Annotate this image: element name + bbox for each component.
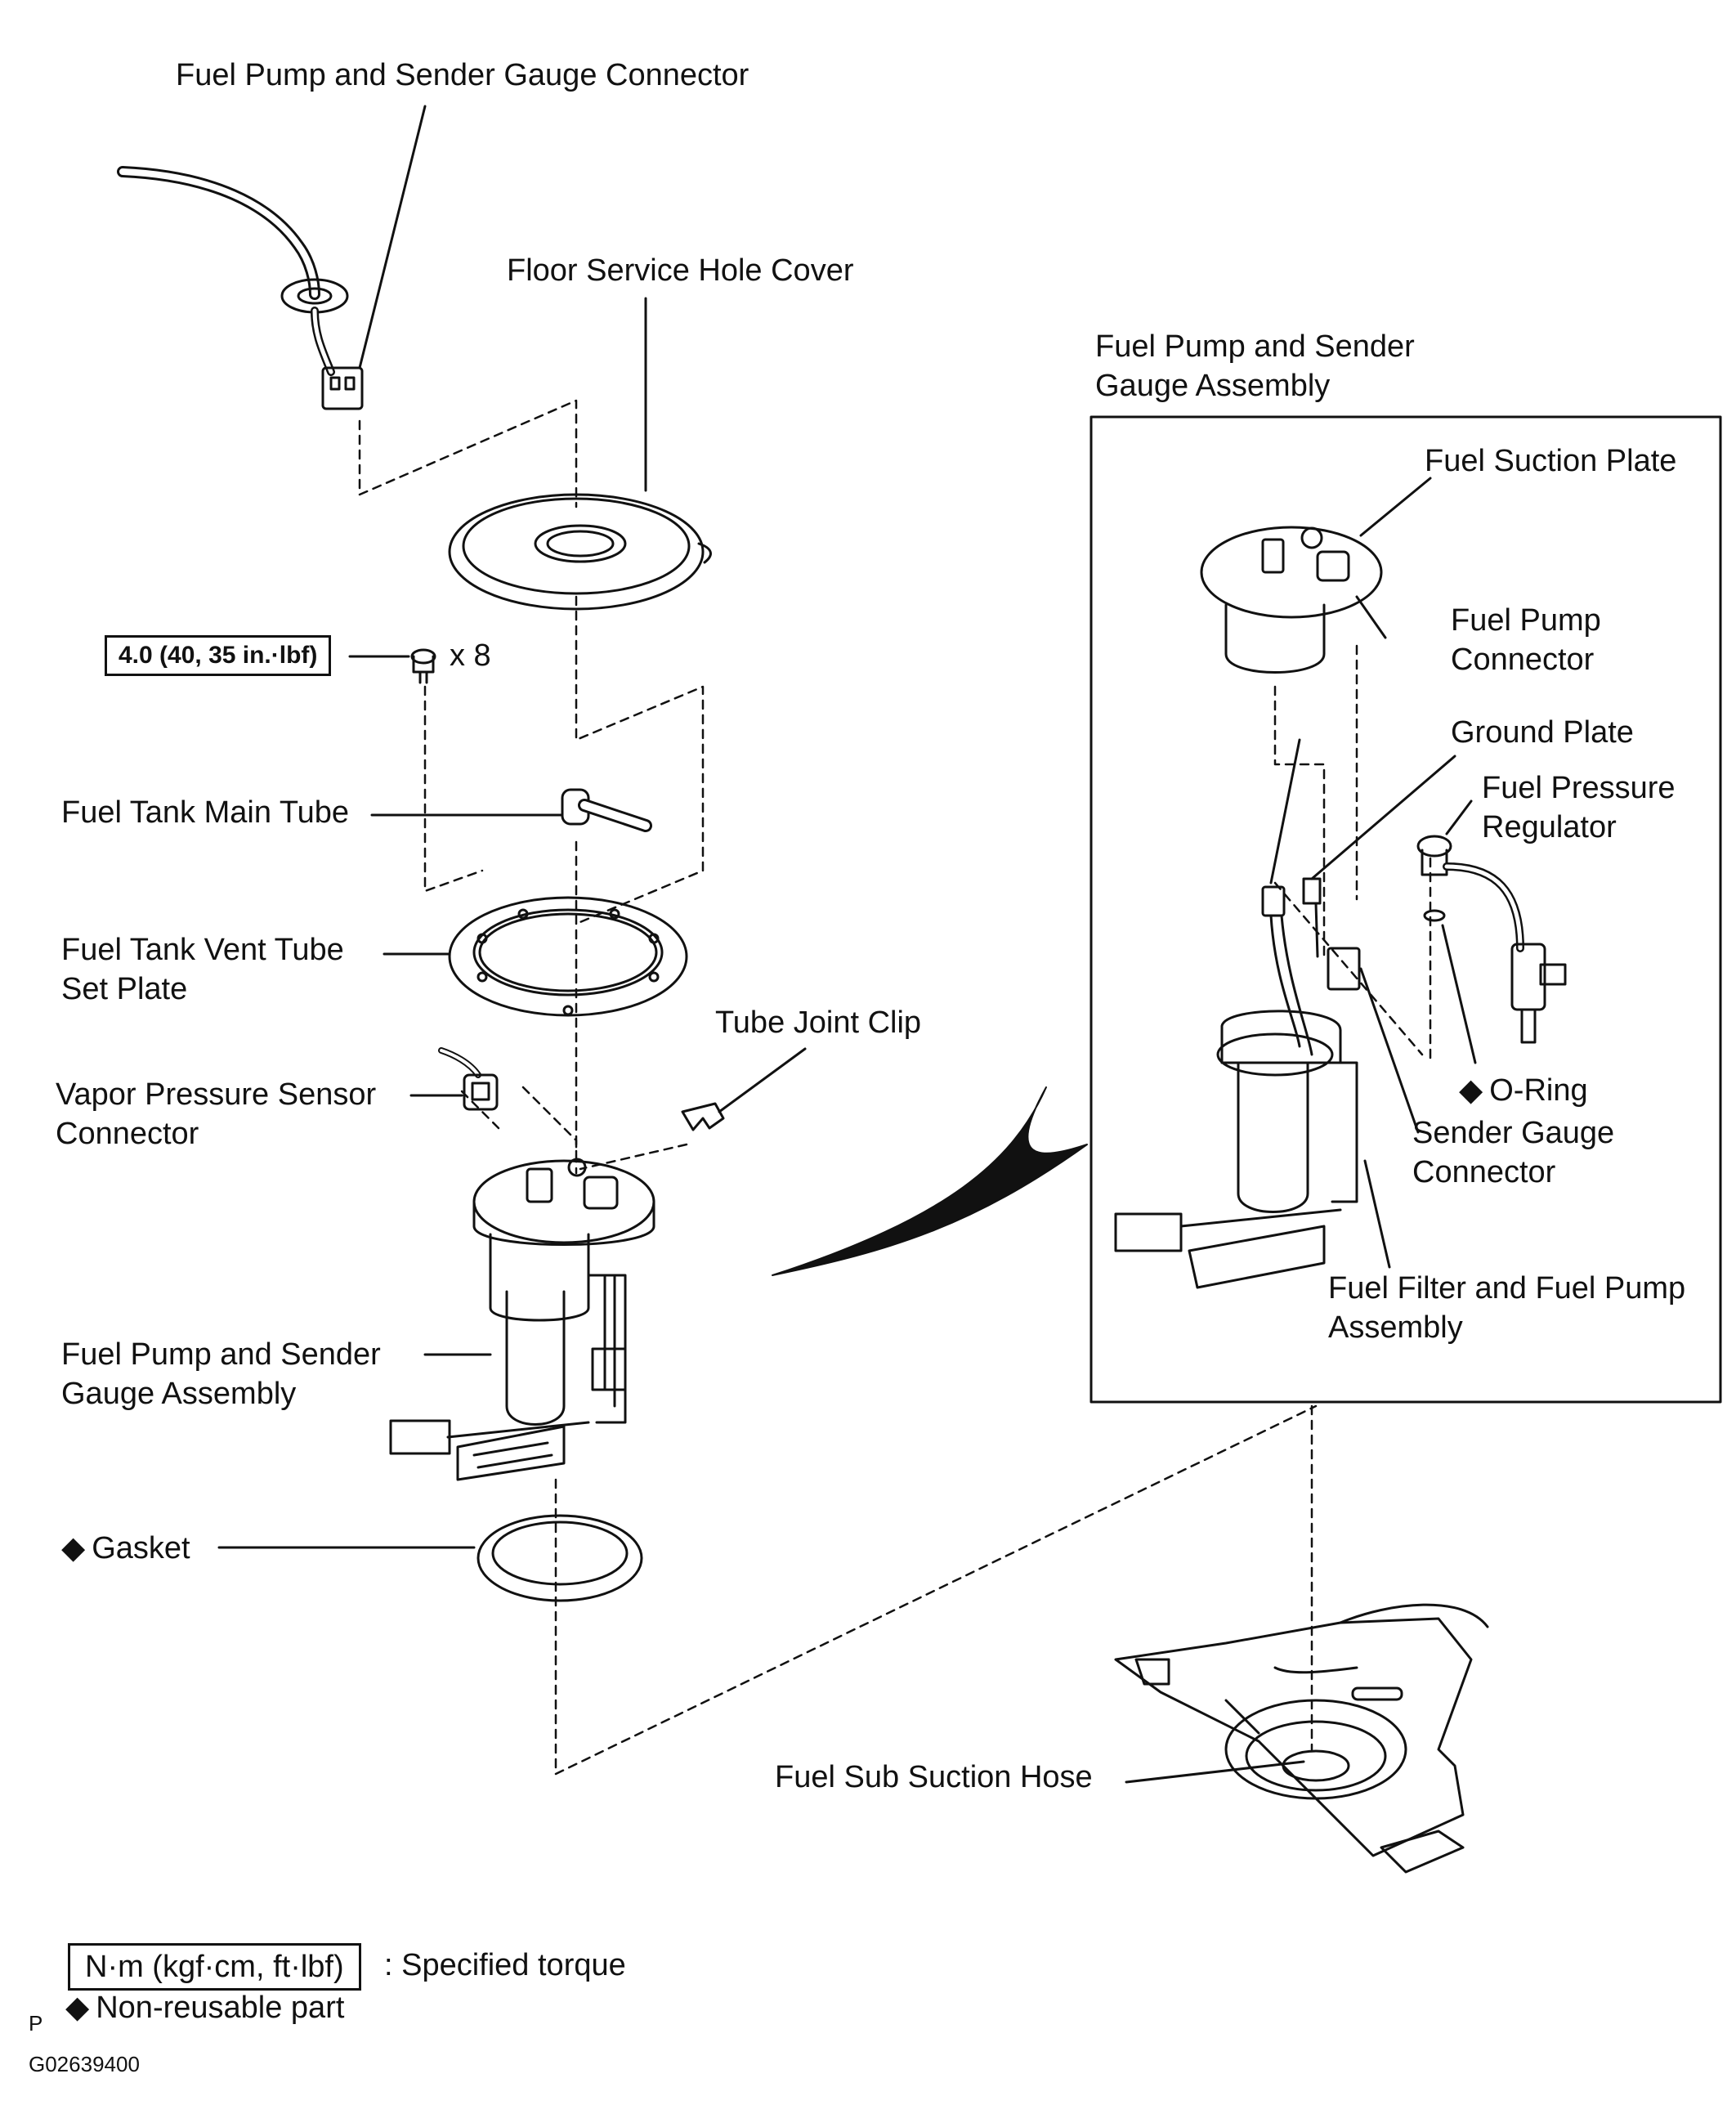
nonreusable-diamond-icon: ◆	[65, 1991, 90, 2025]
tube-clip-illustration	[681, 1102, 725, 1131]
label-vapor-sensor: Vapor Pressure Sensor Connector	[56, 1077, 377, 1151]
main-tube-illustration	[561, 788, 652, 832]
harness-connector-illustration	[117, 166, 364, 410]
torque-spec-box: 4.0 (40, 35 in.·lbf)	[105, 635, 332, 676]
legend-nonreusable: ◆Non-reusable part	[65, 1991, 345, 2025]
o-ring-shape	[1423, 909, 1446, 922]
nonreusable-diamond-icon: ◆	[61, 1531, 86, 1565]
label-inset-title: Fuel Pump and Sender Gauge Assembly	[1095, 329, 1415, 403]
label-vent-plate: Fuel Tank Vent Tube Set Plate	[61, 933, 344, 1006]
leader-pump-connector	[1269, 738, 1301, 885]
fuel-tank-illustration	[1114, 1603, 1489, 1874]
bolt-illustration	[410, 648, 436, 684]
leader-ground-plate	[1310, 755, 1456, 880]
label-pump-connector: Fuel Pump Connector	[1451, 603, 1601, 677]
leader-sub-suction-hose	[1125, 1760, 1305, 1784]
footer-letter: P	[29, 2011, 43, 2036]
label-main-tube: Fuel Tank Main Tube	[61, 795, 350, 830]
leader-connector-top	[358, 105, 427, 370]
label-suction-plate: Fuel Suction Plate	[1425, 444, 1677, 478]
label-floor-cover: Floor Service Hole Cover	[507, 253, 854, 288]
leader-pressure-regulator	[1445, 799, 1473, 835]
nonreusable-diamond-icon: ◆	[1459, 1073, 1483, 1108]
label-filter-assembly: Fuel Filter and Fuel Pump Assembly	[1328, 1271, 1686, 1345]
leader-suction-plate	[1359, 477, 1432, 537]
leader-filter-assembly	[1363, 1159, 1391, 1269]
leader-tube-clip	[718, 1047, 807, 1113]
pump-assembly-illustration-left	[389, 1158, 655, 1481]
label-bolt-qty: x 8	[450, 638, 491, 673]
label-sub-suction-hose: Fuel Sub Suction Hose	[775, 1760, 1093, 1794]
label-pump-assembly-left: Fuel Pump and Sender Gauge Assembly	[61, 1337, 381, 1411]
legend-torque-text: : Specified torque	[384, 1948, 626, 1982]
label-pressure-regulator: Fuel Pressure Regulator	[1482, 771, 1676, 844]
pump-body-illustration-inset	[1114, 877, 1361, 1289]
vent-plate-illustration	[448, 896, 688, 1017]
alignment-lines-inset	[1273, 644, 1432, 1064]
vapor-connector-illustration	[438, 1047, 499, 1111]
gasket-illustration	[477, 1514, 643, 1602]
label-sender-connector: Sender Gauge Connector	[1412, 1116, 1615, 1189]
label-o-ring: ◆O-Ring	[1459, 1073, 1588, 1108]
alignment-lines-left	[358, 399, 1318, 1776]
leader-sender-connector	[1359, 967, 1420, 1134]
label-gasket: ◆Gasket	[61, 1531, 190, 1565]
pressure-regulator-illustration	[1416, 835, 1567, 1044]
direction-arrow	[772, 1086, 1088, 1276]
label-tube-clip: Tube Joint Clip	[715, 1005, 922, 1040]
label-ground-plate: Ground Plate	[1451, 715, 1634, 750]
label-connector-top: Fuel Pump and Sender Gauge Connector	[176, 58, 749, 92]
floor-cover-illustration	[448, 493, 712, 611]
leader-o-ring	[1441, 924, 1477, 1064]
legend-torque-box: N·m (kgf·cm, ft·lbf)	[68, 1943, 361, 1991]
suction-plate-illustration	[1200, 526, 1387, 674]
inset-frame	[1089, 415, 1722, 1404]
figure-code: G02639400	[29, 2052, 140, 2076]
